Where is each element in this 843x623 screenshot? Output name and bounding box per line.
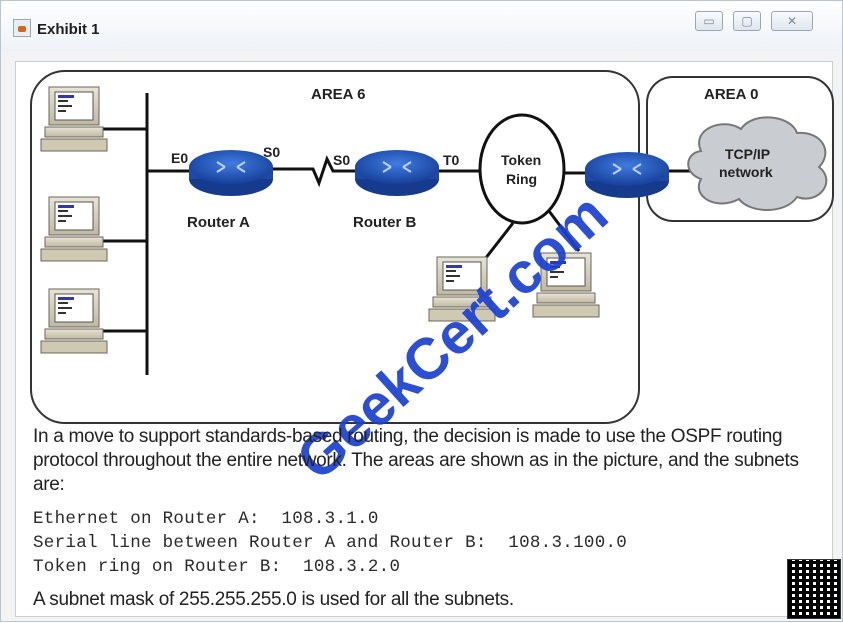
interface-s0-b-label: S0 bbox=[333, 152, 350, 168]
area-0-label: AREA 0 bbox=[704, 86, 758, 103]
subnet-token-ring: Token ring on Router B: 108.3.2.0 bbox=[33, 557, 401, 577]
window-title: Exhibit 1 bbox=[37, 21, 100, 38]
maximize-button[interactable]: ▢ bbox=[733, 11, 761, 31]
cloud-label-1: TCP/IP bbox=[725, 146, 770, 162]
token-ring bbox=[478, 113, 566, 225]
minimize-button[interactable]: ▭ bbox=[695, 11, 723, 31]
subnet-mask-note: A subnet mask of 255.255.255.0 is used f… bbox=[33, 589, 514, 610]
router-b-label: Router B bbox=[353, 214, 417, 231]
serial-link bbox=[267, 155, 359, 188]
area-border-router-icon bbox=[584, 151, 670, 199]
interface-t0-label: T0 bbox=[443, 152, 460, 168]
router-b-icon bbox=[354, 149, 440, 197]
title-bar: Exhibit 1 ▭ ▢ ✕ bbox=[1, 1, 842, 51]
qr-code-icon bbox=[787, 559, 841, 619]
router-a-label: Router A bbox=[187, 214, 250, 231]
close-button[interactable]: ✕ bbox=[771, 11, 813, 31]
app-icon bbox=[13, 19, 31, 37]
subnet-serial: Serial line between Router A and Router … bbox=[33, 533, 628, 553]
interface-e0-label: E0 bbox=[171, 150, 188, 166]
ethernet-pc-1 bbox=[40, 86, 108, 152]
token-ring-label-2: Ring bbox=[506, 171, 537, 187]
router-a-icon bbox=[188, 149, 274, 197]
area-6-label: AREA 6 bbox=[311, 86, 365, 103]
ethernet-pc-3 bbox=[40, 288, 108, 354]
token-ring-label-1: Token bbox=[501, 152, 541, 168]
tcpip-cloud-icon bbox=[687, 116, 828, 211]
area-0-boundary bbox=[646, 76, 834, 222]
subnet-ethernet: Ethernet on Router A: 108.3.1.0 bbox=[33, 509, 379, 529]
description-paragraph: In a move to support standards-based rou… bbox=[33, 426, 799, 495]
area-6-boundary bbox=[30, 70, 640, 424]
interface-s0-a-label: S0 bbox=[263, 144, 280, 160]
cloud-label-2: network bbox=[719, 164, 773, 180]
ethernet-pc-2 bbox=[40, 196, 108, 262]
